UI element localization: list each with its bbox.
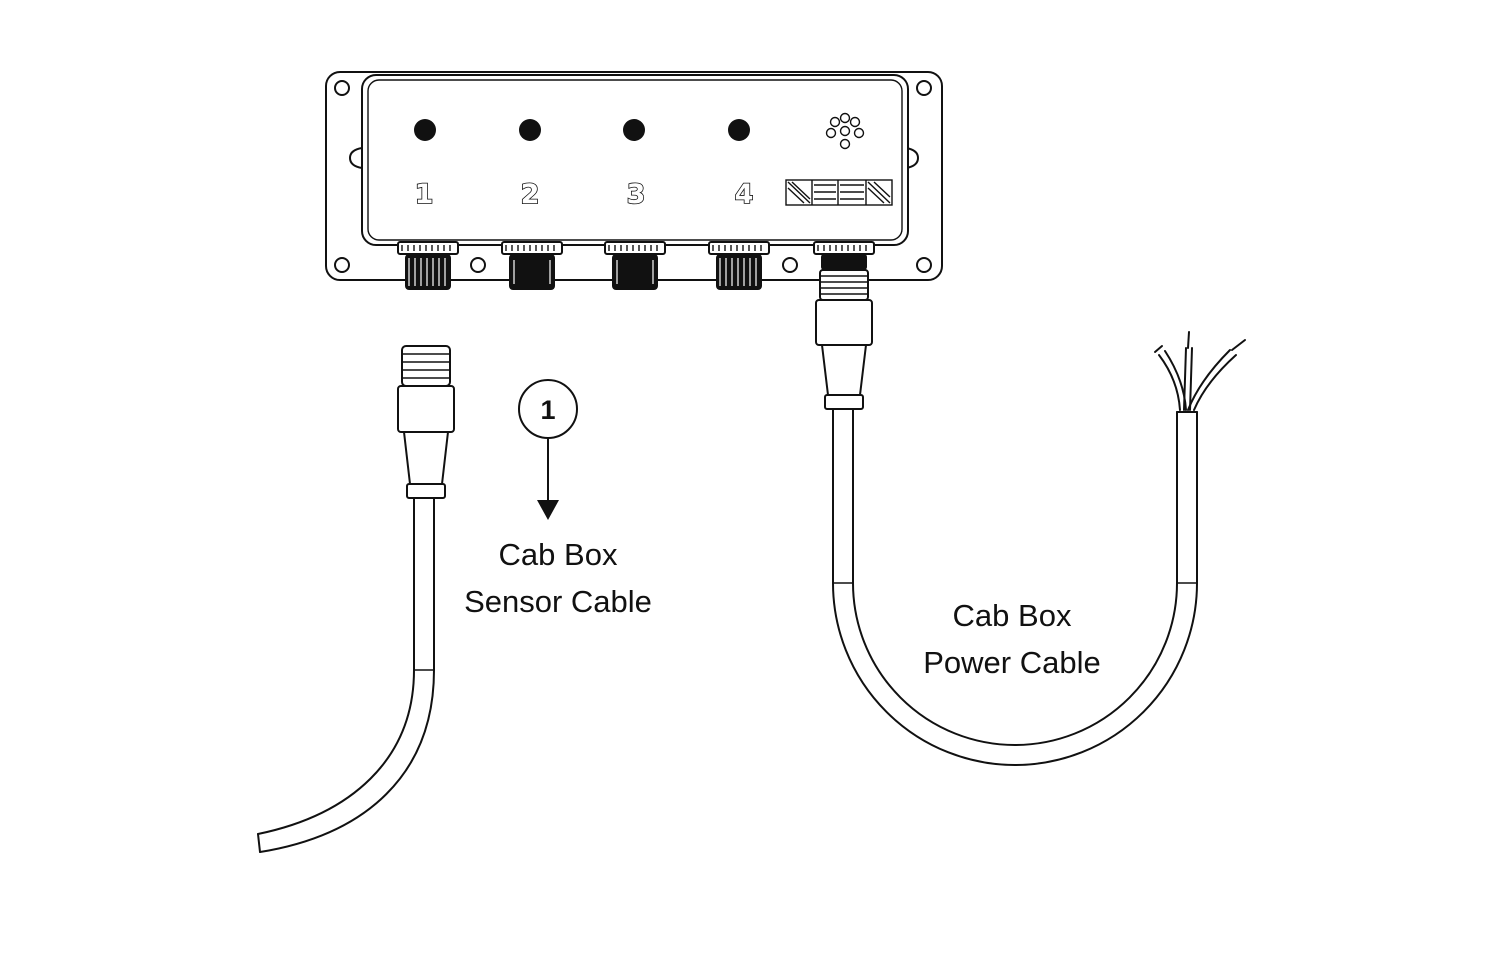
sensor-cable-label-line1: Cab Box <box>499 537 618 572</box>
sensor-cable <box>257 345 455 853</box>
led-indicator-icon <box>414 119 436 141</box>
bare-wires-icon <box>1154 331 1246 411</box>
callout-1: 1 <box>518 379 578 520</box>
mounting-hole-icon <box>334 257 350 273</box>
m12-connector-icon <box>604 241 666 290</box>
side-tab <box>349 147 363 169</box>
power-cable-label-line1: Cab Box <box>953 598 1072 633</box>
power-cable-inner <box>852 407 1178 746</box>
arrow-down-icon <box>537 500 559 520</box>
led-indicator-icon <box>728 119 750 141</box>
power-cable <box>815 269 1246 766</box>
lid-inner-edge <box>367 79 903 241</box>
mounting-hole-icon <box>782 257 798 273</box>
brand-logo-icon <box>785 179 893 206</box>
m12-connector-icon <box>813 241 875 270</box>
m12-connector-icon <box>501 241 563 290</box>
sensor-cable-connector <box>397 345 455 499</box>
speaker-grille-icon <box>825 112 865 150</box>
sensor-cable-outer <box>257 497 415 835</box>
port-number-4: 4 <box>735 179 754 210</box>
m12-connector-icon <box>397 241 459 290</box>
enclosure-lid <box>361 74 909 246</box>
sensor-cable-label-line2: Sensor Cable <box>464 584 652 619</box>
port-number-1: 1 <box>415 179 434 210</box>
led-indicator-icon <box>519 119 541 141</box>
power-cable-outer <box>832 407 1198 766</box>
mounting-hole-icon <box>916 80 932 96</box>
power-cable-label-line2: Power Cable <box>923 645 1100 680</box>
mounting-hole-icon <box>916 257 932 273</box>
sensor-cable-inner <box>259 497 435 853</box>
power-cable-connector <box>815 269 873 410</box>
port-number-3: 3 <box>627 179 646 210</box>
m12-connector-icon <box>708 241 770 290</box>
mounting-hole-icon <box>334 80 350 96</box>
led-indicator-icon <box>623 119 645 141</box>
side-tab <box>905 147 919 169</box>
panel-connectors <box>397 241 875 290</box>
cab-box: 1 2 3 4 <box>325 71 943 281</box>
mounting-hole-icon <box>470 257 486 273</box>
callout-number: 1 <box>540 395 555 425</box>
port-number-2: 2 <box>521 179 540 210</box>
